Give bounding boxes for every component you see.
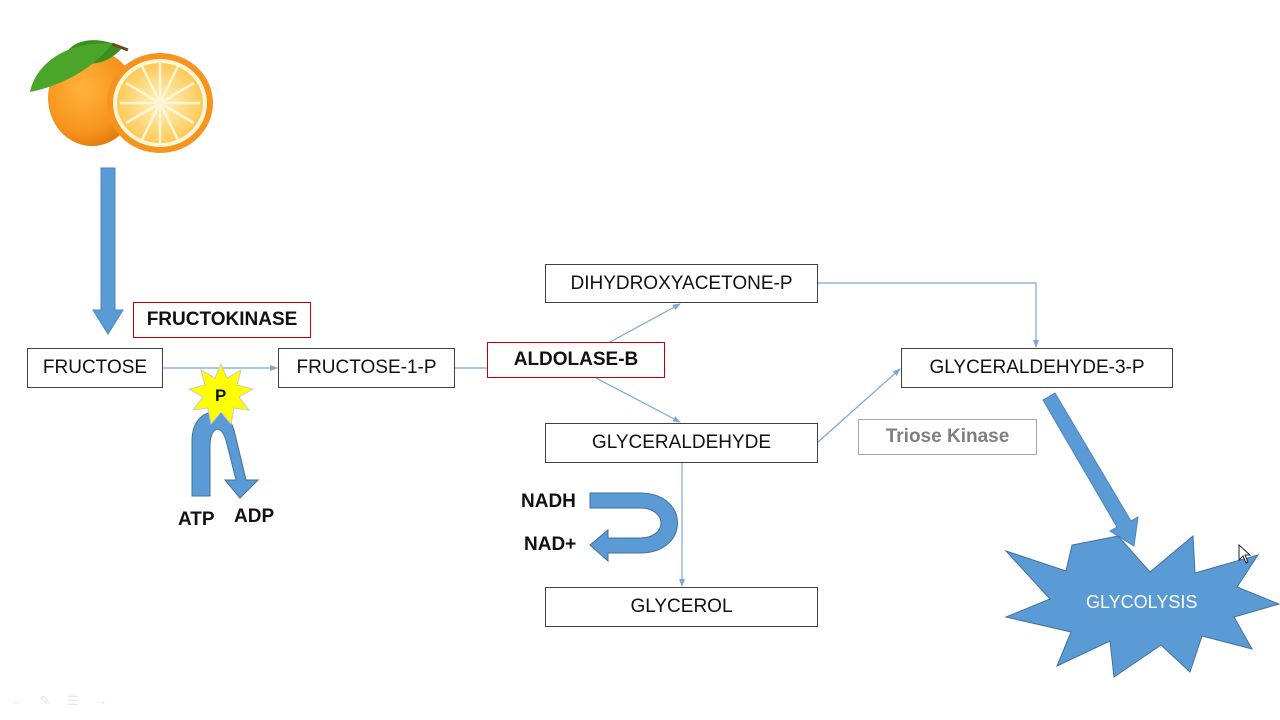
glyceraldehyde-node: GLYCERALDEHYDE xyxy=(545,423,818,463)
triose-kinase-enzyme: Triose Kinase xyxy=(858,419,1037,455)
nadh-nad-curved-arrow xyxy=(590,493,678,561)
atp-label: ATP xyxy=(178,509,215,531)
fructokinase-enzyme: FRUCTOKINASE xyxy=(133,302,311,338)
glyceraldehyde-3-p-node: GLYCERALDEHYDE-3-P xyxy=(901,348,1173,388)
forward-arrow-icon[interactable]: → xyxy=(92,694,110,708)
arrow-aldolase-to-glyceraldehyde xyxy=(596,378,680,422)
adp-label: ADP xyxy=(234,506,274,528)
arrow-g3p-to-glycolysis xyxy=(1043,393,1138,546)
phosphate-label: P xyxy=(215,386,226,406)
fructose-node: FRUCTOSE xyxy=(27,348,163,388)
orange-fruit-icon xyxy=(30,40,213,153)
ingestion-arrow xyxy=(93,168,123,334)
menu-icon[interactable]: ☰ xyxy=(64,694,82,708)
slideshow-toolbar: ← ✎ ☰ → xyxy=(8,694,110,708)
glycolysis-label: GLYCOLYSIS xyxy=(1086,592,1197,613)
glycerol-node: GLYCEROL xyxy=(545,587,818,627)
arrow-dhap-to-g3p xyxy=(818,283,1036,347)
fructose-1-p-node: FRUCTOSE-1-P xyxy=(278,348,455,388)
aldolase-b-enzyme: ALDOLASE-B xyxy=(487,342,665,378)
arrow-aldolase-to-dhap xyxy=(610,304,680,342)
nadh-label: NADH xyxy=(521,491,576,513)
back-arrow-icon[interactable]: ← xyxy=(8,694,26,708)
dihydroxyacetone-p-node: DIHYDROXYACETONE-P xyxy=(545,264,818,303)
atp-adp-curved-arrow xyxy=(192,412,258,498)
pen-icon[interactable]: ✎ xyxy=(36,694,54,708)
nad-plus-label: NAD+ xyxy=(524,534,576,556)
